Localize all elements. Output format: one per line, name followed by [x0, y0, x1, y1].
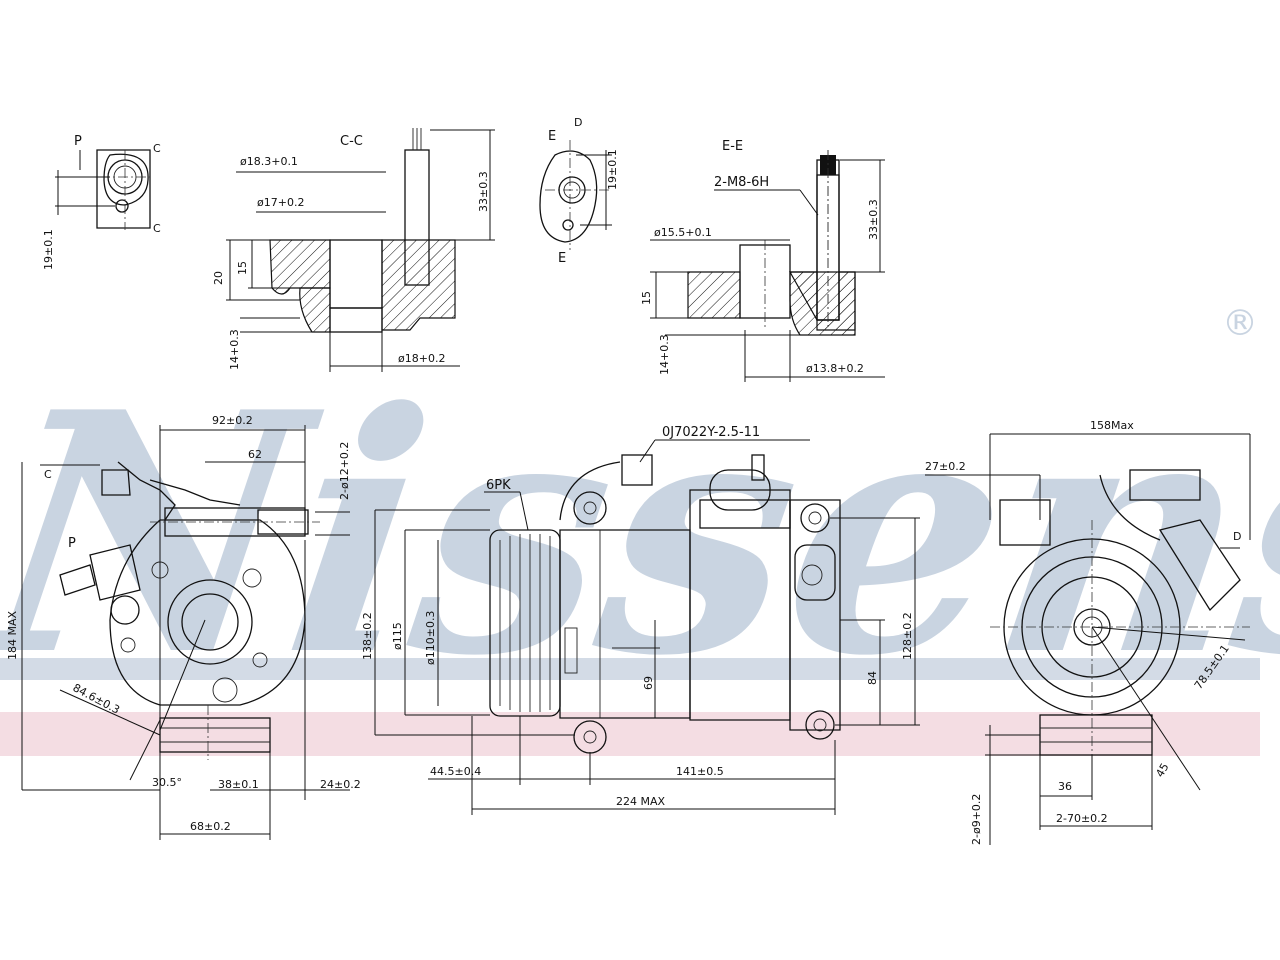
dim-62: 62	[248, 448, 262, 461]
dim-2-d9: 2-ø9+0.2	[970, 794, 983, 845]
thread-2-m8: 2-M8-6H	[714, 175, 769, 190]
view-d-label: D	[574, 116, 582, 129]
dim-18: ø18+0.2	[398, 352, 445, 365]
dim-141: 141±0.5	[676, 765, 724, 778]
dim-27: 27±0.2	[925, 460, 966, 473]
dim-24: 24±0.2	[320, 778, 361, 791]
dim-84: 84	[866, 671, 879, 685]
dim-30-5: 30.5°	[152, 776, 182, 789]
dim-19-mid: 19±0.1	[606, 149, 619, 190]
watermark-registered-mark: ®	[1222, 303, 1258, 344]
watermark-band-pink	[0, 712, 1260, 756]
view-e-label-top: E	[548, 129, 556, 144]
label-c-left: C	[44, 468, 52, 481]
dim-2-d12: 2-ø12+0.2	[338, 442, 351, 500]
section-c-c: C-C ø18.3+0.1 ø17+0.2 33±0.3 20 15 14+0.…	[212, 128, 495, 372]
dim-15-b: 15	[640, 291, 653, 305]
dim-128: 128±0.2	[901, 612, 914, 660]
dim-92: 92±0.2	[212, 414, 253, 427]
dim-68: 68±0.2	[190, 820, 231, 833]
dim-69: 69	[642, 676, 655, 690]
view-p-cut-c1: C	[153, 142, 161, 155]
dim-13-8: ø13.8+0.2	[806, 362, 864, 375]
view-p-flange: P 19±0.1 C C	[42, 134, 161, 270]
section-e-e-label: E-E	[722, 139, 743, 154]
part-number: 0J7022Y-2.5-11	[662, 425, 760, 440]
dim-224-max: 224 MAX	[616, 795, 666, 808]
dim-2-70: 2-70±0.2	[1056, 812, 1108, 825]
dim-15-5: ø15.5+0.1	[654, 226, 712, 239]
watermark-band-blue	[0, 658, 1260, 680]
view-e-label-bottom: E	[558, 251, 566, 266]
dim-38: 38±0.1	[218, 778, 259, 791]
dim-36: 36	[1058, 780, 1072, 793]
dim-18-3: ø18.3+0.1	[240, 155, 298, 168]
view-p-cut-c2: C	[153, 222, 161, 235]
dim-44-5: 44.5±0.4	[430, 765, 481, 778]
dim-15-a: 15	[236, 261, 249, 275]
dim-110: ø110±0.3	[424, 611, 437, 665]
section-c-c-label: C-C	[340, 134, 363, 149]
dim-17: ø17+0.2	[257, 196, 304, 209]
dim-184-max: 184 MAX	[6, 610, 19, 660]
watermark-text: Nissens	[0, 342, 1280, 729]
dim-20: 20	[212, 271, 225, 285]
dim-45: 45	[1153, 761, 1171, 780]
dim-138: 138±0.2	[361, 612, 374, 660]
label-d-right: D	[1233, 530, 1241, 543]
dim-33-b: 33±0.3	[867, 199, 880, 240]
dim-14-a: 14+0.3	[228, 329, 241, 370]
section-e-e: E-E 2-M8-6H ø15.5+0.1 33±0.3 15 14+0.3 ø…	[640, 139, 885, 382]
dim-14-b: 14+0.3	[658, 334, 671, 375]
dim-158-max: 158Max	[1090, 419, 1134, 432]
dim-115: ø115	[391, 622, 404, 650]
belt-6pk: 6PK	[486, 478, 511, 493]
dim-33-a: 33±0.3	[477, 171, 490, 212]
middle-view: 0J7022Y-2.5-11 6PK	[361, 425, 920, 815]
label-p-left: P	[68, 536, 76, 551]
dim-19-left: 19±0.1	[42, 229, 55, 270]
view-e-flange: E E D 19±0.1	[539, 116, 619, 266]
view-p-label: P	[74, 134, 82, 149]
